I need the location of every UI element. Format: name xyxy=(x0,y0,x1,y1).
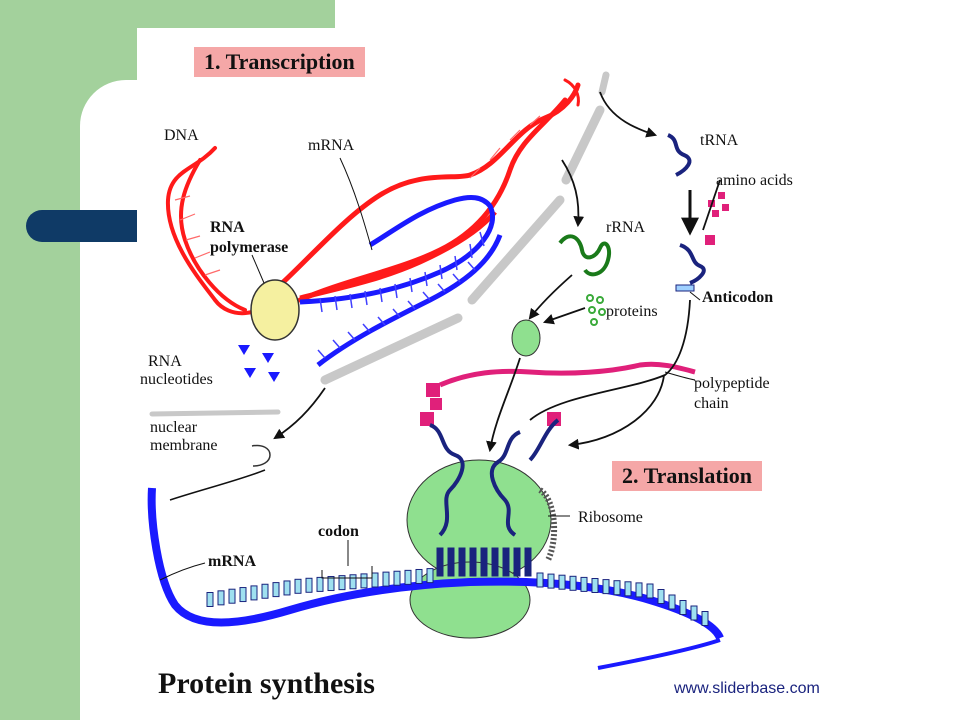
codon-tooth xyxy=(690,605,698,621)
nuclear-membrane xyxy=(149,71,610,467)
section-translation-title: 2. Translation xyxy=(612,461,762,491)
mrna-bases xyxy=(317,231,485,359)
codon-tooth xyxy=(283,580,291,596)
codon-tooth xyxy=(349,574,357,590)
label-rrna: rRNA xyxy=(606,219,646,236)
section-transcription-title: 1. Transcription xyxy=(194,47,365,77)
codon-tooth xyxy=(569,575,577,591)
protein-cluster xyxy=(586,294,606,326)
codon-tooth xyxy=(338,575,346,591)
dna-rungs xyxy=(174,115,541,276)
label-amino-acids: amino acids xyxy=(716,172,793,189)
codon-tooth xyxy=(261,583,269,599)
label-dna: DNA xyxy=(164,127,199,144)
rna-nucleotides xyxy=(238,345,280,382)
label-nuclear-membrane-line2: membrane xyxy=(150,437,218,454)
codon-tooth xyxy=(327,576,335,592)
codon-tooth xyxy=(294,578,302,594)
codon-tooth xyxy=(646,583,654,599)
codon-tooth xyxy=(602,579,610,595)
charged-trna xyxy=(675,235,715,292)
label-mrna-bottom: mRNA xyxy=(208,553,256,570)
label-rna-polymerase-line1: RNA xyxy=(210,219,245,236)
codon-tooth xyxy=(613,580,621,596)
codon-tooth xyxy=(436,547,444,577)
codon-tooth xyxy=(624,581,632,597)
mrna-strand xyxy=(147,469,724,670)
codon-tooth xyxy=(469,547,477,577)
rrna-molecule xyxy=(558,234,611,277)
label-codon: codon xyxy=(318,523,359,540)
trna-molecule xyxy=(667,133,692,177)
codon-tooth xyxy=(228,588,236,604)
codon-tooth xyxy=(371,572,379,588)
codon-tooth xyxy=(272,582,280,598)
mrna-codon-teeth xyxy=(206,547,709,626)
codon-tooth xyxy=(679,600,687,615)
codon-tooth xyxy=(458,547,466,577)
label-trna: tRNA xyxy=(700,132,739,149)
codon-tooth xyxy=(404,569,412,585)
process-arrows xyxy=(273,91,721,453)
codon-tooth xyxy=(480,547,488,577)
slide-bullet-bar xyxy=(26,210,137,242)
codon-tooth xyxy=(382,571,390,587)
codon-tooth xyxy=(591,578,599,593)
codon-tooth xyxy=(657,589,665,604)
label-mrna-top: mRNA xyxy=(308,137,355,154)
codon-tooth xyxy=(305,577,313,593)
label-anticodon: Anticodon xyxy=(702,289,773,306)
codon-tooth xyxy=(217,590,225,606)
codon-tooth xyxy=(701,611,709,626)
codon-tooth xyxy=(580,576,588,592)
dna-helix xyxy=(165,78,581,316)
label-leaders xyxy=(159,157,701,581)
ribosome-subunit xyxy=(511,319,541,357)
label-rna-nucleotides-line1: RNA xyxy=(148,353,182,370)
codon-tooth xyxy=(491,547,499,577)
ribosome-trnas xyxy=(429,418,560,537)
rna-polymerase xyxy=(250,279,300,341)
label-polypeptide-line2: chain xyxy=(694,395,729,412)
codon-tooth xyxy=(547,573,555,589)
label-rna-nucleotides-line2: nucleotides xyxy=(140,371,213,388)
codon-tooth xyxy=(502,547,510,577)
label-polypeptide-line1: polypeptide xyxy=(694,375,770,392)
codon-tooth xyxy=(513,547,521,577)
codon-tooth xyxy=(250,585,258,601)
mrna-transcript xyxy=(299,195,503,367)
codon-tooth xyxy=(206,592,214,607)
codon-tooth xyxy=(426,568,434,584)
codon-tooth xyxy=(668,594,676,610)
codon-tooth xyxy=(239,587,247,603)
codon-tooth xyxy=(316,576,324,592)
footer-url-link[interactable]: www.sliderbase.com xyxy=(674,680,820,697)
codon-tooth xyxy=(635,582,643,598)
codon-tooth xyxy=(415,568,423,584)
codon-tooth xyxy=(558,574,566,590)
diagram-title: Protein synthesis xyxy=(158,667,375,700)
label-ribosome: Ribosome xyxy=(578,509,643,526)
polypeptide-chain xyxy=(420,361,696,426)
codon-tooth xyxy=(360,573,368,589)
codon-tooth xyxy=(536,572,544,588)
codon-tooth xyxy=(447,547,455,577)
label-nuclear-membrane-line1: nuclear xyxy=(150,419,198,436)
codon-tooth xyxy=(524,547,532,577)
label-proteins: proteins xyxy=(606,303,658,320)
label-rna-polymerase-line2: polymerase xyxy=(210,239,288,256)
codon-tooth xyxy=(393,570,401,586)
